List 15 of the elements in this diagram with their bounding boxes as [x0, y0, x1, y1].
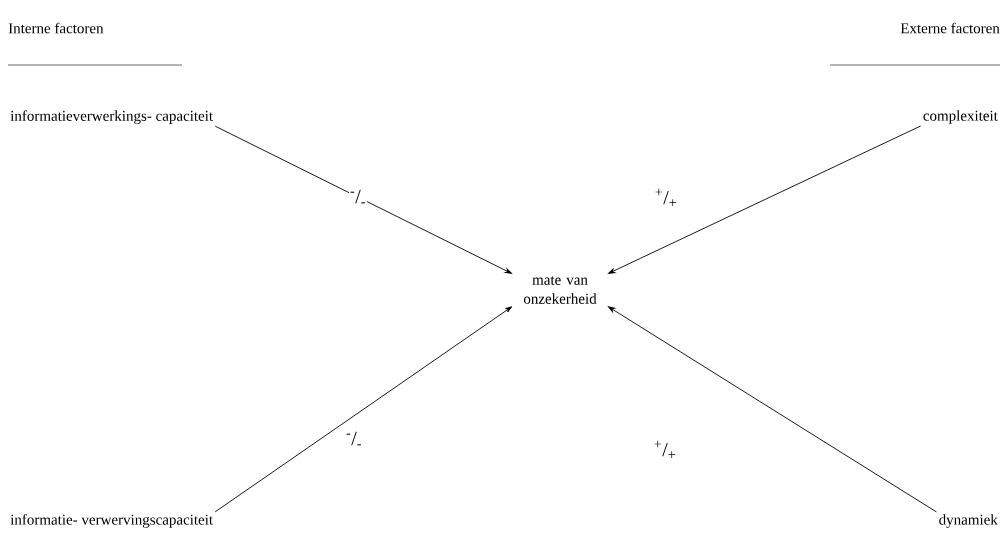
arrow	[214, 306, 513, 513]
node-text: informatie- verwervingscapaciteit	[10, 514, 213, 528]
node-text: mate van onzekerheid	[523, 276, 597, 304]
heading: Interne factoren	[8, 22, 104, 34]
edge-label: $^{-}$/$_{-}$	[345, 430, 363, 450]
node-text: dynamiek	[939, 514, 998, 528]
arrow	[214, 125, 512, 274]
arrow	[607, 306, 937, 513]
edge-label: $^{+}$/$_{+}$	[652, 439, 678, 461]
edge-label: $^{+}$/$_{+}$	[653, 187, 679, 209]
heading: Externe factoren	[900, 22, 1000, 34]
arrow	[608, 125, 922, 274]
edge-label: $^{-}$/$_{-}$	[349, 188, 367, 208]
node-text: complexiteit	[923, 110, 998, 124]
node-text: informatieverwerkings- capaciteit	[10, 110, 213, 124]
